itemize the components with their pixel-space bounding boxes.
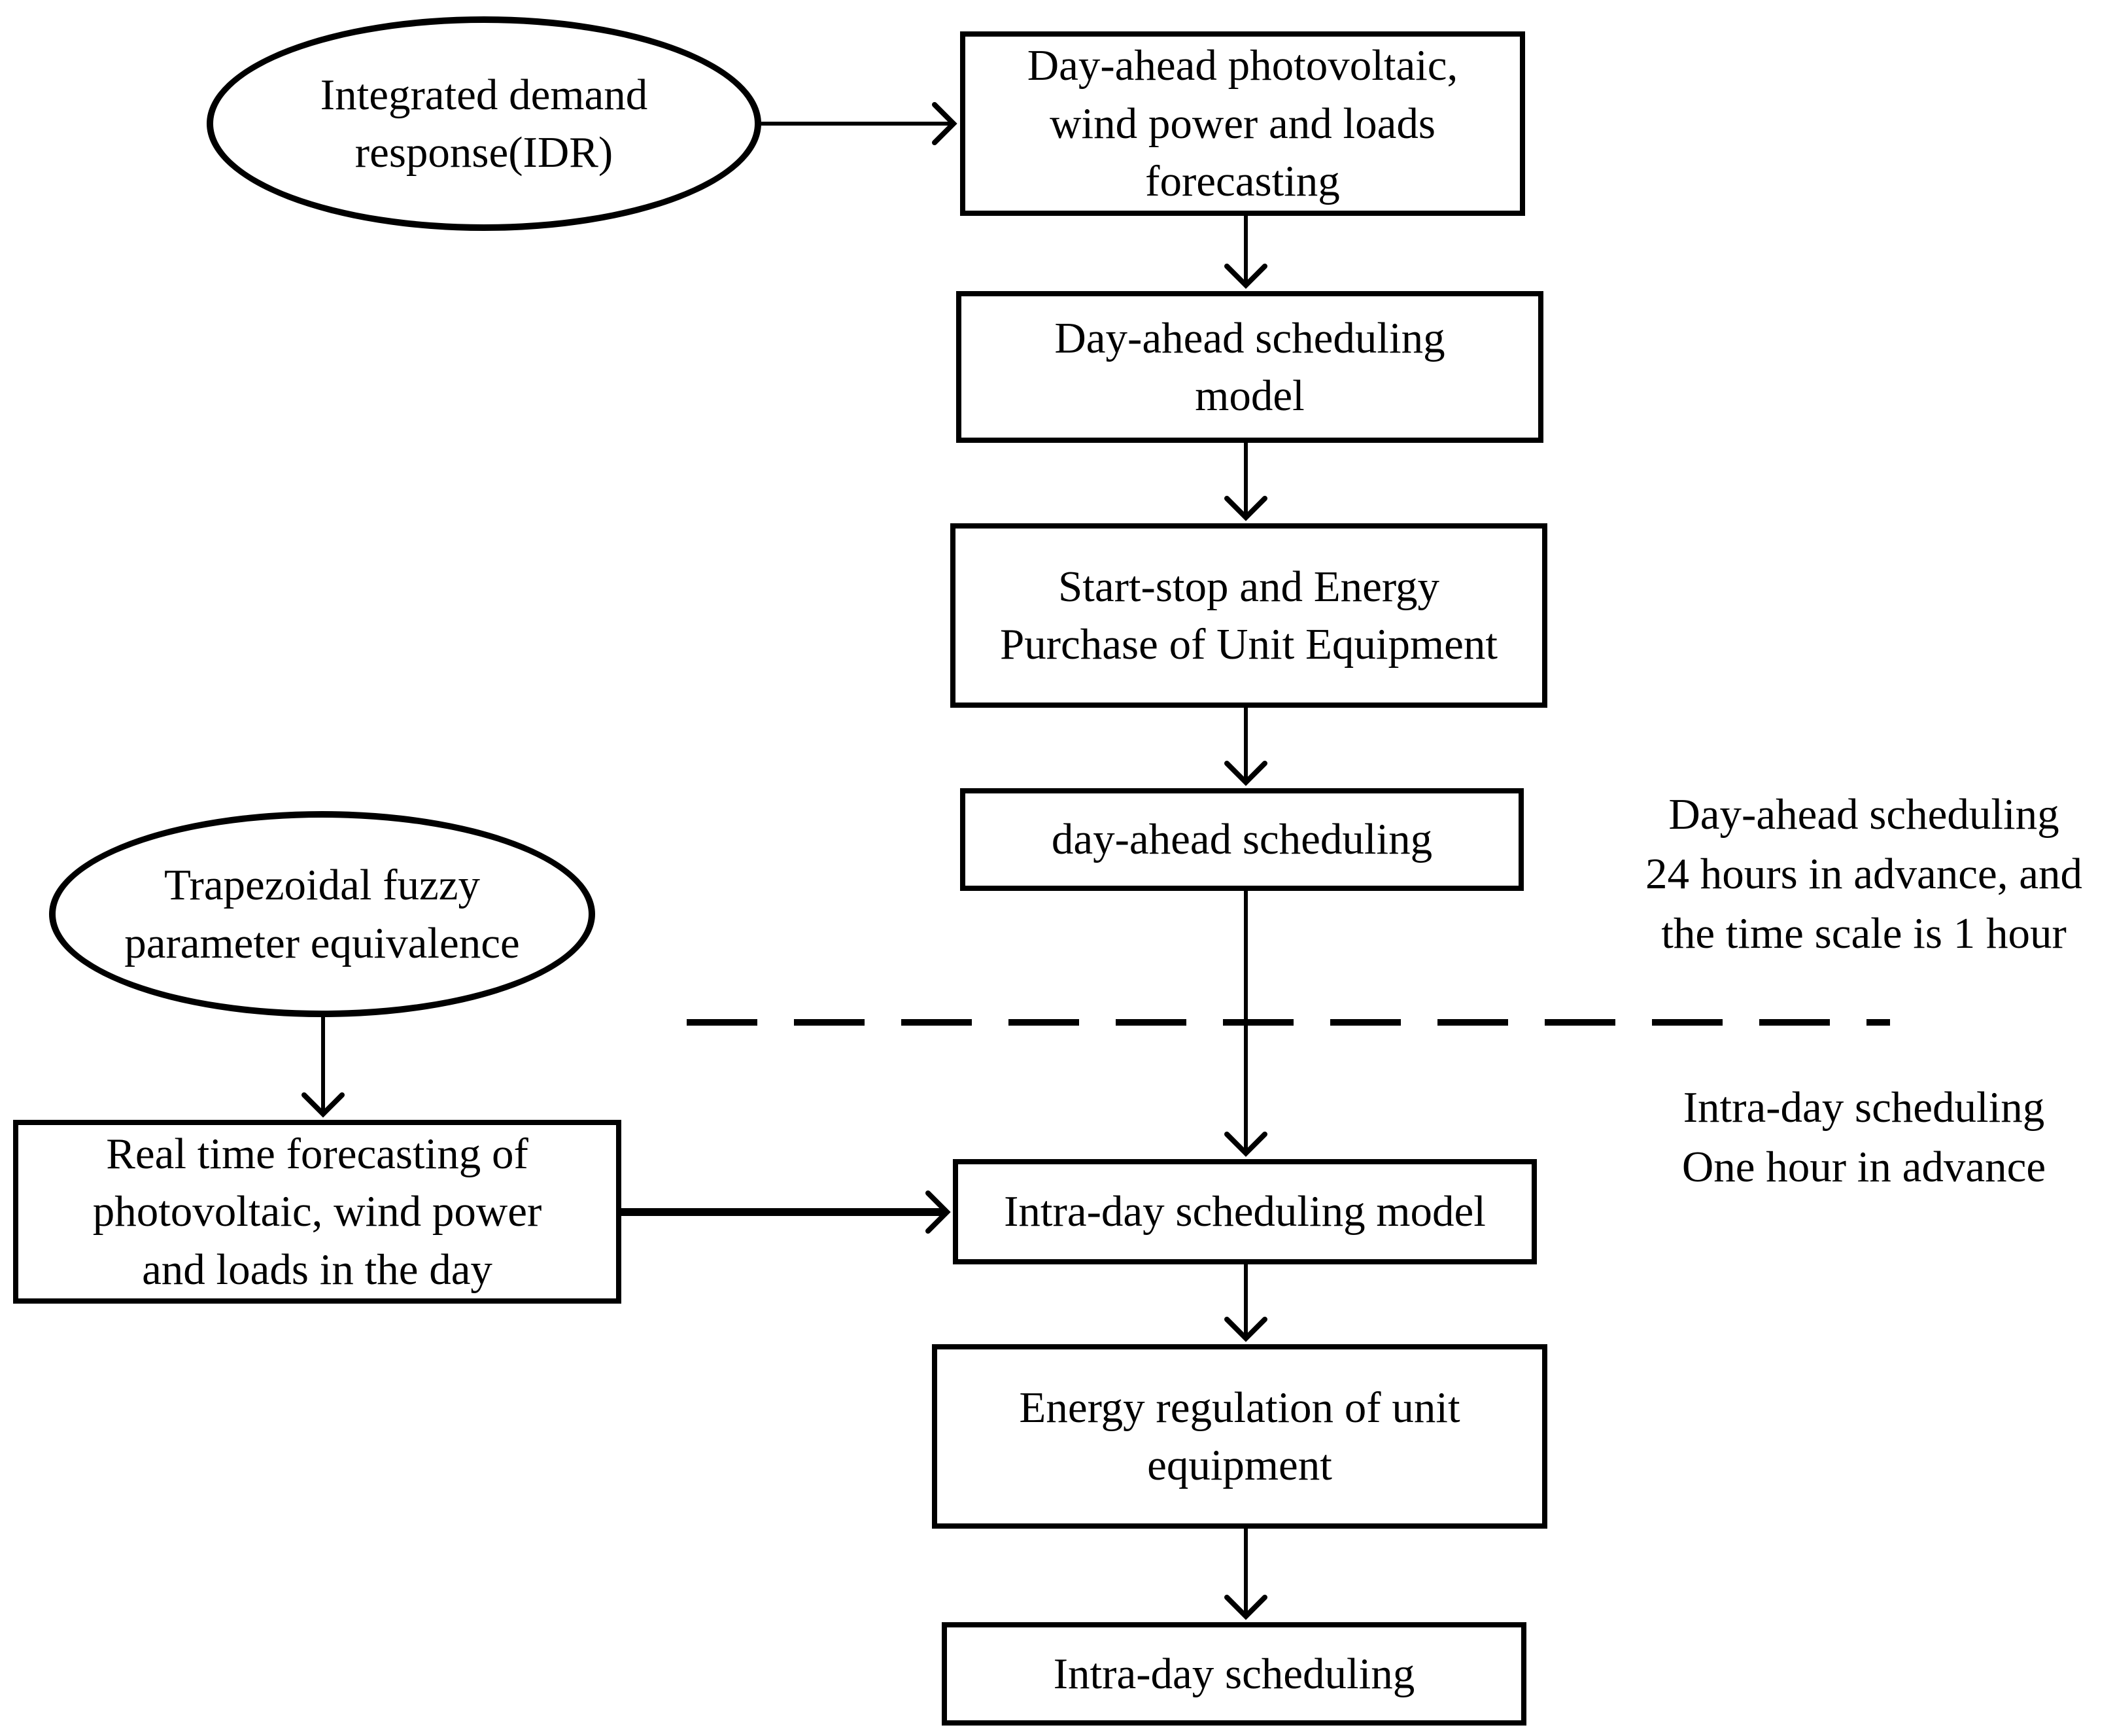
intra-day-scheduling-note: Intra-day scheduling One hour in advance [1609,1078,2115,1197]
note-line: Intra-day scheduling [1683,1083,2045,1132]
node-start-stop-energy-purchase: Start-stop and Energy Purchase of Unit E… [950,523,1547,708]
label-line: parameter equivalence [124,918,520,967]
label-line: Trapezoidal fuzzy [163,861,481,910]
label-line: forecasting [1145,157,1340,206]
node-day-ahead-scheduling-model-label: Day-ahead scheduling model [1054,309,1445,425]
label-line: Energy regulation of unit [1019,1383,1460,1432]
node-intra-day-scheduling-model: Intra-day scheduling model [953,1159,1537,1264]
node-intra-day-scheduling-label: Intra-day scheduling [1054,1645,1415,1703]
label-line: wind power and loads [1050,99,1436,148]
label-line: Real time forecasting of [106,1129,528,1178]
label-line: day-ahead scheduling [1051,815,1433,864]
node-energy-regulation-label: Energy regulation of unit equipment [1019,1379,1460,1495]
label-line: Intra-day scheduling [1053,1649,1415,1698]
label-line: model [1195,372,1305,420]
label-line: response(IDR) [354,128,613,177]
node-integrated-demand-response-label: Integrated demand response(IDR) [320,66,647,182]
label-line: Intra-day scheduling model [1004,1187,1486,1236]
note-line: the time scale is 1 hour [1661,909,2067,958]
label-line: Day-ahead scheduling [1054,313,1445,362]
label-line: equipment [1147,1441,1332,1489]
node-energy-regulation: Energy regulation of unit equipment [932,1344,1547,1529]
day-ahead-scheduling-note: Day-ahead scheduling 24 hours in advance… [1609,785,2115,963]
note-line: Day-ahead scheduling [1668,790,2059,839]
node-integrated-demand-response: Integrated demand response(IDR) [207,16,761,231]
node-day-ahead-scheduling: day-ahead scheduling [960,788,1524,891]
node-day-ahead-scheduling-label: day-ahead scheduling [1052,810,1432,868]
node-real-time-forecasting: Real time forecasting of photovoltaic, w… [13,1120,621,1304]
note-line: 24 hours in advance, and [1645,850,2082,899]
label-line: Purchase of Unit Equipment [999,620,1498,668]
label-line: Integrated demand [320,70,648,119]
node-trapezoidal-fuzzy-equivalence-label: Trapezoidal fuzzy parameter equivalence [124,856,519,972]
label-line: photovoltaic, wind power [92,1187,542,1236]
node-intra-day-scheduling: Intra-day scheduling [942,1622,1526,1726]
node-intra-day-scheduling-model-label: Intra-day scheduling model [1004,1183,1486,1240]
label-line: Day-ahead photovoltaic, [1027,41,1458,90]
node-start-stop-energy-purchase-label: Start-stop and Energy Purchase of Unit E… [1000,558,1498,674]
node-day-ahead-forecasting-label: Day-ahead photovoltaic, wind power and l… [1027,37,1458,210]
node-day-ahead-forecasting: Day-ahead photovoltaic, wind power and l… [960,31,1525,216]
label-line: and loads in the day [142,1245,492,1294]
node-trapezoidal-fuzzy-equivalence: Trapezoidal fuzzy parameter equivalence [49,811,595,1017]
label-line: Start-stop and Energy [1058,562,1440,611]
node-real-time-forecasting-label: Real time forecasting of photovoltaic, w… [93,1125,542,1298]
node-day-ahead-scheduling-model: Day-ahead scheduling model [956,291,1543,443]
note-line: One hour in advance [1681,1143,2046,1192]
